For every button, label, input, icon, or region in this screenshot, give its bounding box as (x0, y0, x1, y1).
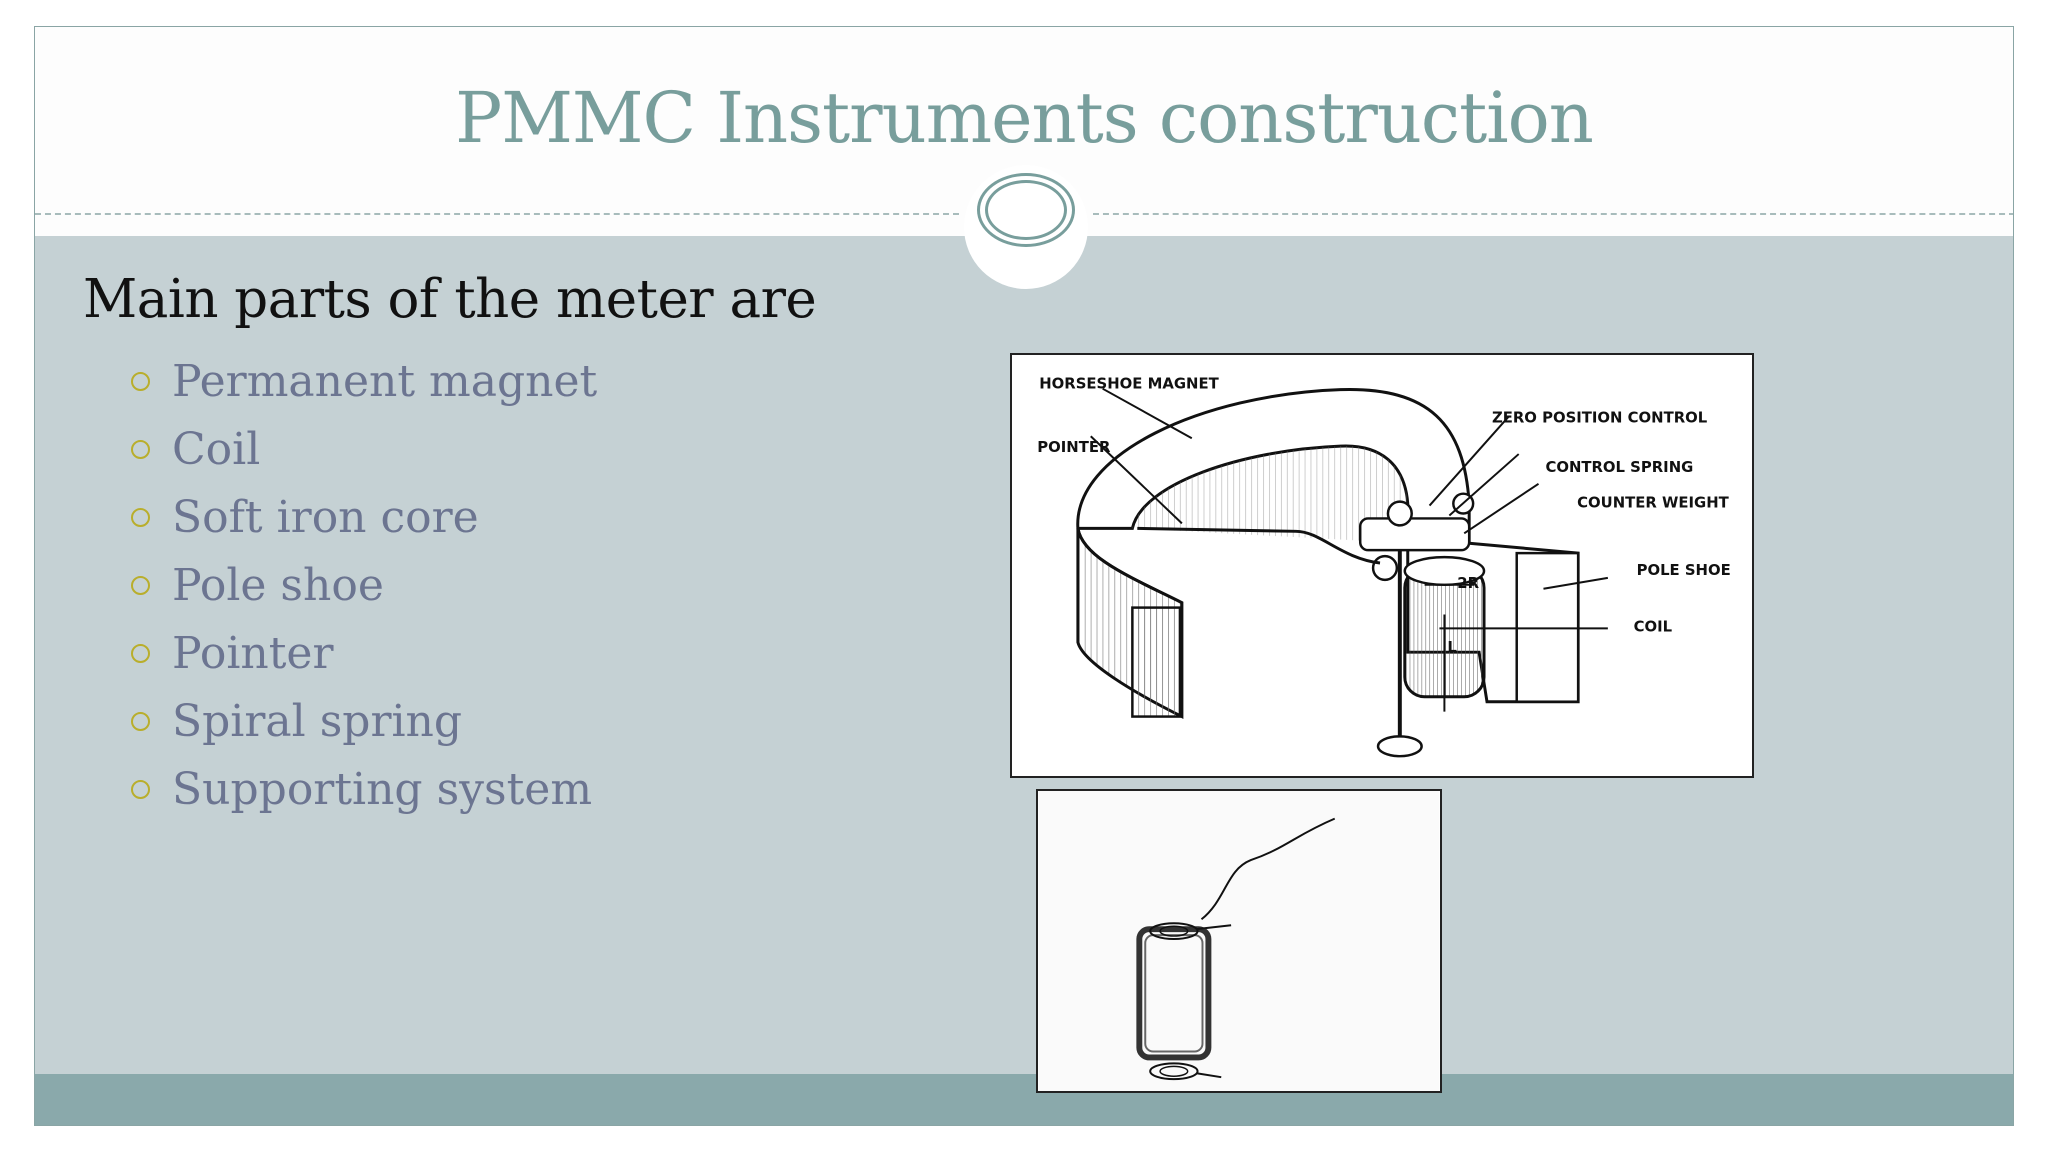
label-zero-position-control: ZERO POSITION CONTROL (1492, 408, 1708, 426)
top-spiral-spring (1149, 922, 1199, 941)
bullet-text: Supporting system (172, 763, 593, 815)
bullet-item: Pointer (131, 619, 597, 687)
bullet-item: Spiral spring (131, 687, 597, 755)
bullet-circle-icon (131, 371, 150, 391)
bullet-text: Pole shoe (172, 559, 384, 611)
slide: PMMC Instruments construction Main parts… (34, 26, 2014, 1126)
bullet-item: Pole shoe (131, 551, 597, 619)
pmmc-construction-diagram: HORSESHOE MAGNET POINTER ZERO POSITION C… (1010, 353, 1754, 778)
content-heading: Main parts of the meter are (83, 269, 817, 330)
pointer-shape (1137, 526, 1381, 565)
coil-spring-diagram (1036, 789, 1442, 1093)
slide-title: PMMC Instruments construction (455, 77, 1594, 159)
label-horseshoe-magnet: HORSESHOE MAGNET (1039, 375, 1219, 393)
bullet-item: Supporting system (131, 755, 597, 823)
bullet-text: Coil (172, 423, 261, 475)
medallion-ring-outer (977, 173, 1075, 247)
label-control-spring: CONTROL SPRING (1545, 458, 1693, 476)
label-coil: COIL (1634, 617, 1673, 635)
bullet-circle-icon (131, 643, 150, 663)
coil-diagram-svg (1038, 791, 1440, 1091)
pmmc-diagram-svg: HORSESHOE MAGNET POINTER ZERO POSITION C… (1037, 375, 1731, 758)
divider-right (1093, 213, 2013, 215)
bullet-item: Permanent magnet (131, 347, 597, 415)
label-l: L (1447, 638, 1457, 656)
bullet-text: Permanent magnet (172, 355, 598, 407)
label-pole-shoe: POLE SHOE (1637, 561, 1731, 579)
divider-left (35, 213, 959, 215)
bullet-circle-icon (131, 439, 150, 459)
bullet-circle-icon (131, 575, 150, 595)
label-2r: 2R (1457, 574, 1479, 592)
bullet-circle-icon (131, 507, 150, 527)
bullet-text: Spiral spring (172, 695, 463, 747)
bullet-text: Soft iron core (172, 491, 479, 543)
bullet-item: Soft iron core (131, 483, 597, 551)
medallion-ring-inner (985, 180, 1067, 240)
bullet-item: Coil (131, 415, 597, 483)
coil-frame-shape (1136, 926, 1212, 1061)
label-counter-weight: COUNTER WEIGHT (1577, 494, 1729, 512)
label-pointer: POINTER (1037, 438, 1111, 456)
bullet-circle-icon (131, 779, 150, 799)
bottom-spiral-spring (1149, 1062, 1199, 1081)
bullet-list: Permanent magnet Coil Soft iron core Pol… (131, 347, 597, 823)
footer-band (35, 1074, 2013, 1125)
bullet-text: Pointer (172, 627, 334, 679)
bullet-circle-icon (131, 711, 150, 731)
